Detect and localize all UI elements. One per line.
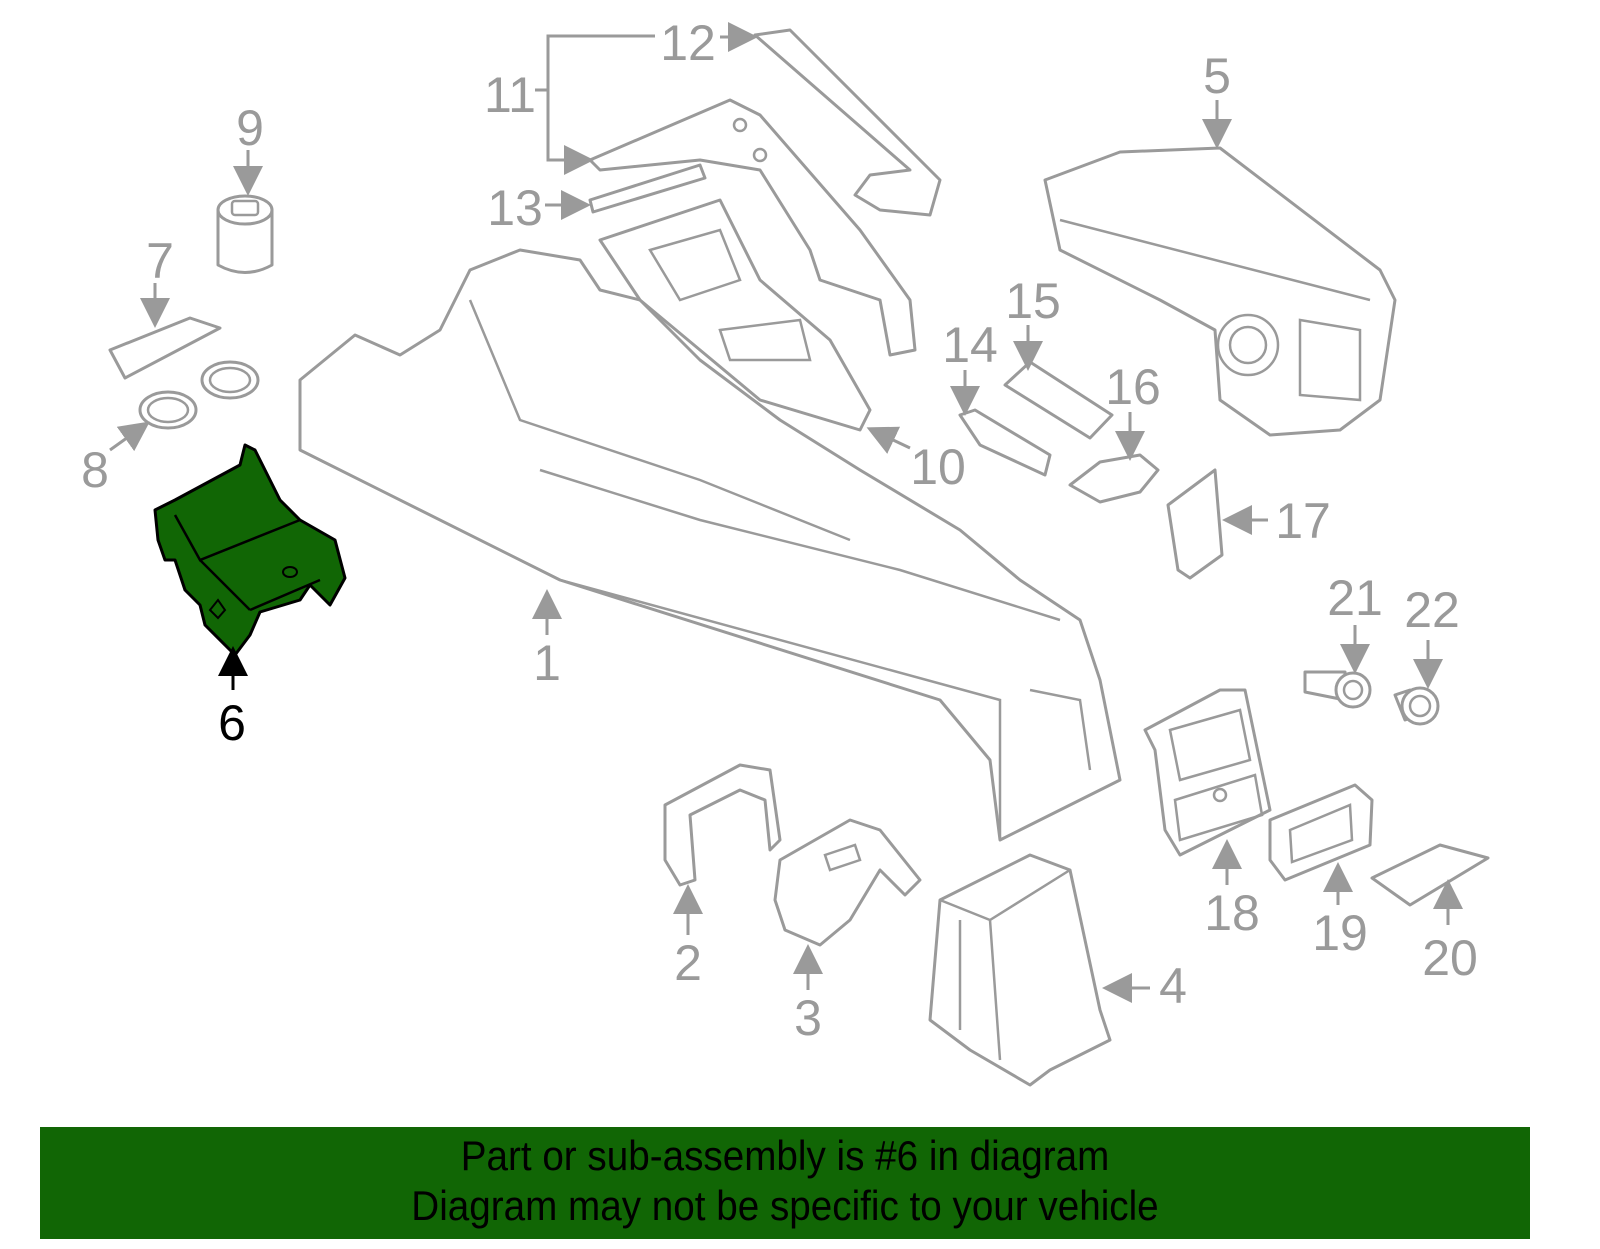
- part-4-support-frame[interactable]: [928, 853, 1112, 1087]
- callout-16[interactable]: 16: [1105, 359, 1161, 415]
- callout-15[interactable]: 15: [1005, 273, 1061, 329]
- callout-2[interactable]: 2: [674, 935, 702, 991]
- part-9-socket[interactable]: [216, 194, 274, 274]
- callout-1[interactable]: 1: [533, 635, 561, 691]
- callout-17[interactable]: 17: [1275, 493, 1331, 549]
- callout-5[interactable]: 5: [1203, 48, 1231, 104]
- callout-14[interactable]: 14: [942, 317, 998, 373]
- callout-7[interactable]: 7: [146, 233, 174, 289]
- part-6-highlighted-bracket[interactable]: [153, 443, 347, 657]
- callout-13[interactable]: 13: [487, 180, 543, 236]
- part-18-panel[interactable]: [1143, 688, 1272, 857]
- callout-18[interactable]: 18: [1204, 885, 1260, 941]
- callout-numbers: 1 2 3 4 5 6 7 8 9 10 11 12 13 14 15 16 1…: [81, 15, 1478, 1046]
- part-19-tray[interactable]: [1268, 783, 1374, 882]
- banner-line-1: Part or sub-assembly is #6 in diagram: [460, 1132, 1110, 1179]
- info-banner: Part or sub-assembly is #6 in diagram Di…: [40, 1127, 1530, 1239]
- callout-21[interactable]: 21: [1327, 570, 1383, 626]
- callout-10[interactable]: 10: [910, 439, 966, 495]
- part-7-insert[interactable]: [108, 316, 222, 380]
- part-3-shield[interactable]: [773, 818, 922, 947]
- part-11-trim-bezel[interactable]: [588, 98, 917, 357]
- part-10-trim-panel[interactable]: [598, 198, 872, 432]
- banner-line-2: Diagram may not be specific to your vehi…: [411, 1182, 1159, 1229]
- part-8-cupholder-ring[interactable]: [138, 360, 260, 430]
- callout-12[interactable]: 12: [660, 15, 716, 71]
- callout-20[interactable]: 20: [1422, 930, 1478, 986]
- part-13-clip-strip[interactable]: [588, 163, 707, 214]
- callout-19[interactable]: 19: [1312, 905, 1368, 961]
- part-20-mat[interactable]: [1370, 843, 1490, 907]
- part-15-pad[interactable]: [1003, 360, 1114, 440]
- part-21-plug[interactable]: [1303, 670, 1372, 709]
- callout-8[interactable]: 8: [81, 442, 109, 498]
- part-5-armrest[interactable]: [1043, 146, 1397, 437]
- leader-lines: [109, 22, 1463, 1003]
- part-14-switch-panel[interactable]: [958, 408, 1052, 477]
- part-12-trim-strip[interactable]: [753, 28, 942, 217]
- part-2-bracket[interactable]: [663, 763, 782, 887]
- part-17-bezel[interactable]: [1166, 468, 1224, 580]
- callout-4[interactable]: 4: [1159, 958, 1187, 1014]
- callout-9[interactable]: 9: [236, 100, 264, 156]
- part-16-pad[interactable]: [1068, 453, 1160, 504]
- callout-6[interactable]: 6: [218, 695, 246, 751]
- callout-3[interactable]: 3: [794, 990, 822, 1046]
- part-1-console-body[interactable]: [298, 248, 1122, 842]
- callout-22[interactable]: 22: [1404, 582, 1460, 638]
- part-22-plug[interactable]: [1393, 686, 1440, 726]
- callout-11[interactable]: 11: [484, 67, 536, 123]
